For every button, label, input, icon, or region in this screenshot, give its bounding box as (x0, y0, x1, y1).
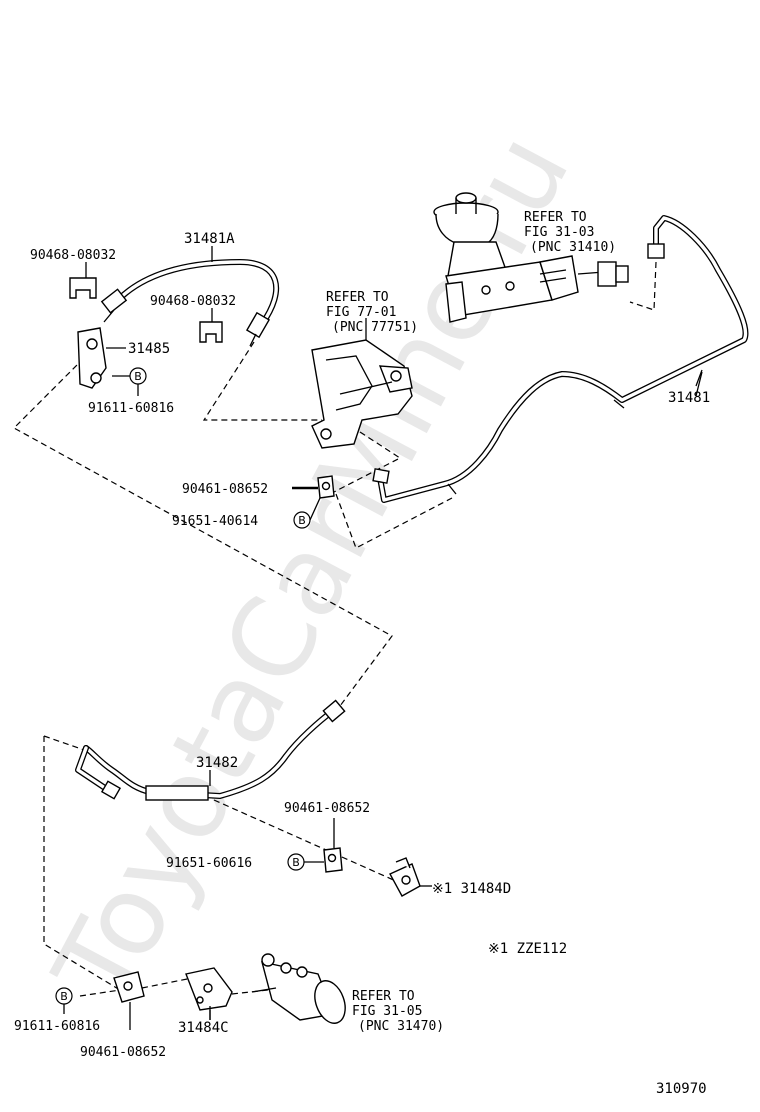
svg-text:(PNC 31470): (PNC 31470) (358, 1019, 444, 1034)
refer-note-release-cylinder: REFER TO FIG 31-05 (PNC 31470) (352, 989, 444, 1034)
svg-text:REFER TO: REFER TO (524, 210, 587, 225)
bracket-31484C[interactable] (185, 967, 233, 1020)
clutch-release-cylinder[interactable] (251, 953, 351, 1027)
clip-90468-08032-a[interactable] (69, 277, 97, 299)
label-90468-08032-b: 90468-08032 (150, 294, 236, 309)
clip-90468-08032-b[interactable] (199, 321, 223, 343)
refer-note-master-cylinder: REFER TO FIG 31-03 (PNC 31410) (524, 210, 616, 255)
bolt-badge-b: B (293, 511, 311, 529)
svg-text:B: B (134, 370, 142, 383)
label-90461-08652-a: 90461-08652 (182, 482, 268, 497)
svg-text:(PNC 77751): (PNC 77751) (332, 320, 418, 335)
label-90468-08032-a: 90468-08032 (30, 248, 116, 263)
clamp-90461-08652-c[interactable] (113, 971, 145, 1030)
flex-hose-31481A[interactable] (100, 259, 280, 347)
bracket-31484D[interactable] (389, 857, 421, 897)
svg-text:B: B (298, 514, 306, 527)
bolt-badge-c: B (287, 853, 305, 871)
label-31481: 31481 (668, 390, 710, 406)
pedal-bracket[interactable] (311, 318, 413, 449)
clutch-master-cylinder[interactable] (433, 192, 629, 323)
svg-text:B: B (60, 990, 68, 1003)
svg-text:B: B (292, 856, 300, 869)
label-31484C: 31484C (178, 1020, 229, 1036)
svg-text:(PNC 31410): (PNC 31410) (530, 240, 616, 255)
refer-note-pedal-bracket: REFER TO FIG 77-01 (PNC 77751) (326, 290, 418, 335)
label-91611-60816-b: 91611-60816 (14, 1019, 100, 1034)
label-31481A: 31481A (184, 231, 235, 247)
clamp-90461-08652-a[interactable] (292, 475, 335, 499)
note-zze112: ※1 ZZE112 (488, 941, 567, 957)
svg-text:REFER TO: REFER TO (352, 989, 415, 1004)
clutch-tube-31482[interactable] (75, 699, 346, 801)
bolt-badge-a: B (129, 367, 147, 385)
svg-text:FIG 77-01: FIG 77-01 (326, 305, 396, 320)
svg-text:FIG 31-05: FIG 31-05 (352, 1004, 422, 1019)
label-90461-08652-c: 90461-08652 (80, 1045, 166, 1060)
label-31485: 31485 (128, 341, 170, 357)
label-91651-40614: 91651-40614 (172, 514, 258, 529)
label-31484D: ※1 31484D (432, 881, 511, 897)
label-90461-08652-b: 90461-08652 (284, 801, 370, 816)
bolt-badge-d: B (55, 987, 73, 1005)
clutch-tube-31481[interactable] (372, 215, 749, 503)
clamp-90461-08652-b[interactable] (323, 818, 343, 873)
svg-text:REFER TO: REFER TO (326, 290, 389, 305)
label-91651-60616: 91651-60616 (166, 856, 252, 871)
figure-number: 310970 (656, 1081, 707, 1097)
label-91611-60816-a: 91611-60816 (88, 401, 174, 416)
label-31482: 31482 (196, 755, 238, 771)
svg-text:FIG 31-03: FIG 31-03 (524, 225, 594, 240)
bracket-31485[interactable] (77, 327, 126, 389)
label-leaders (85, 246, 703, 1020)
